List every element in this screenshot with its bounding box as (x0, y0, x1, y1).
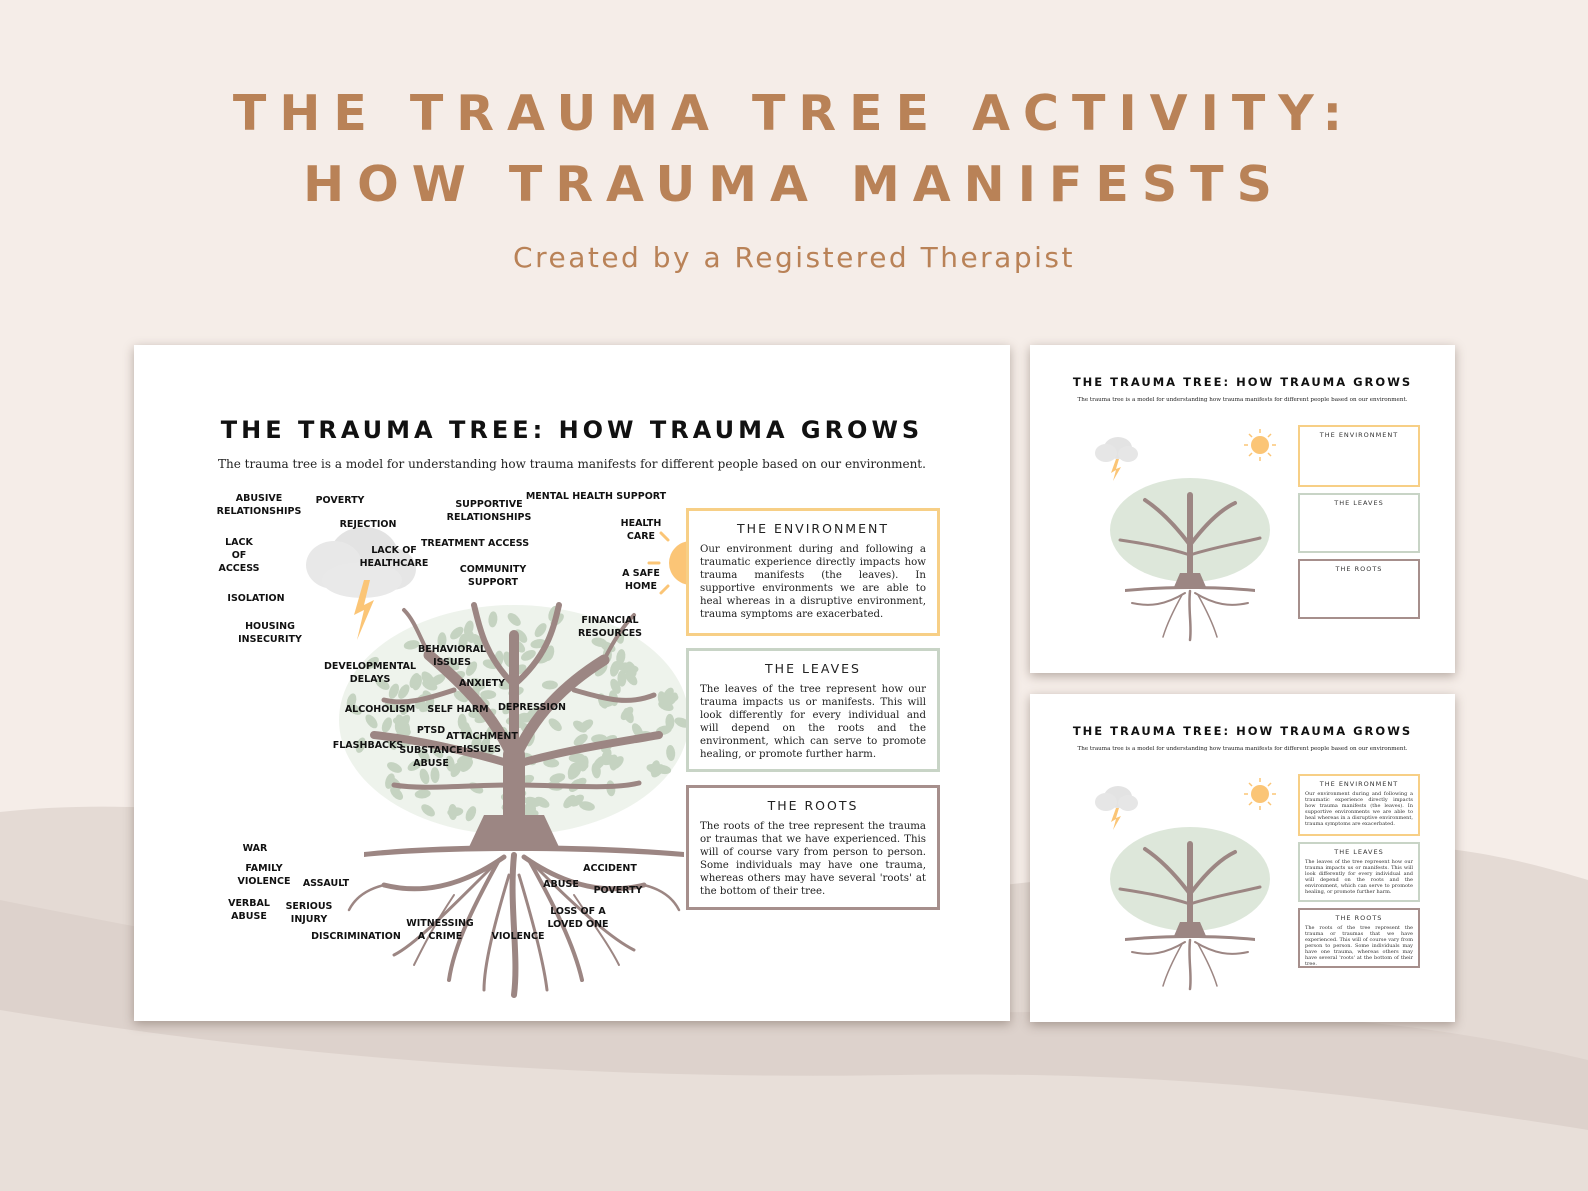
environment-label: A SAFE HOME (622, 568, 660, 592)
root-label: ASSAULT (302, 878, 350, 889)
environment-label: HOUSING INSECURITY (238, 621, 302, 645)
leaf-label: FLASHBACKS (332, 740, 404, 751)
environment-label: LACK OF ACCESS (218, 537, 260, 574)
hero-subtitle: Created by a Registered Therapist (513, 241, 1075, 274)
worksheet-title: THE TRAUMA TREE: HOW TRAUMA GROWS (1072, 724, 1413, 738)
tree-icon (1095, 778, 1276, 991)
leaf-label: PTSD (416, 725, 446, 736)
roots-box-title: THE ROOTS (1335, 565, 1383, 573)
environment-box: THE ENVIRONMENT Our environment during a… (1298, 774, 1420, 836)
leaf-label: BEHAVIORAL ISSUES (417, 644, 487, 668)
root-label: LOSS OF A LOVED ONE (547, 906, 609, 930)
leaves-box-text: The leaves of the tree represent how our… (1305, 859, 1413, 895)
root-label: POVERTY (593, 885, 643, 896)
leaf-label: ALCOHOLISM (344, 704, 416, 715)
leaf-label: SUBSTANCE ABUSE (399, 745, 463, 769)
environment-label: COMMUNITY SUPPORT (459, 564, 527, 588)
tree-icon (339, 602, 690, 998)
leaves-box: THE LEAVES The leaves of the tree repres… (686, 648, 940, 772)
worksheet-description: The trauma tree is a model for understan… (218, 457, 926, 471)
roots-box: THE ROOTS The roots of the tree represen… (686, 785, 940, 910)
root-label: VIOLENCE (491, 931, 545, 942)
storm-cloud-icon (1095, 786, 1138, 830)
tree-icon (1095, 429, 1276, 642)
hero-title-line-1: THE TRAUMA TREE ACTIVITY: (232, 85, 1356, 142)
leaf-label: DEVELOPMENTAL DELAYS (323, 661, 417, 685)
leaves-box-title: THE LEAVES (765, 661, 861, 676)
root-label: SERIOUS INJURY (285, 901, 333, 925)
environment-box: THE ENVIRONMENT Our environment during a… (686, 508, 940, 636)
roots-box-text: The roots of the tree represent the trau… (700, 821, 926, 898)
environment-box-text: Our environment during and following a t… (1305, 791, 1413, 827)
leaves-box-title: THE LEAVES (1334, 848, 1384, 856)
roots-box: THE ROOTS The roots of the tree represen… (1298, 908, 1420, 968)
leaf-label: ANXIETY (458, 678, 506, 689)
leaf-label: SELF HARM (427, 704, 489, 715)
environment-box: THE ENVIRONMENT (1298, 425, 1420, 487)
root-label: WITNESSING A CRIME (406, 918, 474, 942)
environment-label: LACK OF HEALTHCARE (359, 545, 429, 569)
worksheet-title: THE TRAUMA TREE: HOW TRAUMA GROWS (220, 416, 924, 444)
environment-label: REJECTION (339, 519, 397, 530)
environment-label: POVERTY (315, 495, 365, 506)
root-label: FAMILY VIOLENCE (237, 863, 291, 887)
environment-label: ABUSIVE RELATIONSHIPS (216, 493, 302, 517)
environment-label: TREATMENT ACCESS (420, 538, 530, 549)
environment-box-title: THE ENVIRONMENT (1319, 780, 1399, 788)
leaves-box: THE LEAVES The leaves of the tree repres… (1298, 842, 1420, 902)
leaf-label: ATTACHMENT ISSUES (446, 731, 518, 755)
root-label: VERBAL ABUSE (228, 898, 270, 922)
hero-title-line-2: HOW TRAUMA MANIFESTS (303, 156, 1285, 213)
roots-box-title: THE ROOTS (767, 798, 859, 813)
worksheet-preview-blank[interactable]: THE TRAUMA TREE: HOW TRAUMA GROWS The tr… (1030, 345, 1455, 673)
roots-box-text: The roots of the tree represent the trau… (1305, 925, 1413, 967)
leaves-box-text: The leaves of the tree represent how our… (700, 684, 926, 761)
leaves-box-title: THE LEAVES (1334, 499, 1384, 507)
storm-cloud-icon (1095, 437, 1138, 481)
sun-icon (1244, 429, 1276, 461)
worksheet-description: The trauma tree is a model for understan… (1077, 397, 1408, 403)
root-label: DISCRIMINATION (311, 931, 401, 942)
environment-box-title: THE ENVIRONMENT (1319, 431, 1399, 439)
environment-label: HEALTH CARE (620, 518, 662, 542)
root-label: ACCIDENT (583, 863, 637, 874)
leaves-box: THE LEAVES (1298, 493, 1420, 553)
environment-box-title: THE ENVIRONMENT (737, 521, 889, 536)
storm-cloud-icon (306, 527, 416, 640)
root-label: ABUSE (543, 879, 579, 890)
environment-label: MENTAL HEALTH SUPPORT (525, 491, 667, 502)
environment-label: SUPPORTIVE RELATIONSHIPS (446, 499, 532, 523)
worksheet-title: THE TRAUMA TREE: HOW TRAUMA GROWS (1072, 375, 1413, 389)
worksheet-description: The trauma tree is a model for understan… (1077, 746, 1408, 752)
roots-box-title: THE ROOTS (1335, 914, 1383, 922)
worksheet-preview-filled[interactable]: THE TRAUMA TREE: HOW TRAUMA GROWS The tr… (1030, 694, 1455, 1022)
roots-box: THE ROOTS (1298, 559, 1420, 619)
leaf-label: DEPRESSION (498, 702, 566, 713)
sun-icon (1244, 778, 1276, 810)
worksheet-preview-main[interactable]: THE TRAUMA TREE: HOW TRAUMA GROWS The tr… (134, 345, 1010, 1021)
environment-box-text: Our environment during and following a t… (700, 544, 926, 621)
environment-label: FINANCIAL RESOURCES (577, 615, 643, 639)
root-label: WAR (242, 843, 268, 854)
environment-label: ISOLATION (227, 593, 285, 604)
